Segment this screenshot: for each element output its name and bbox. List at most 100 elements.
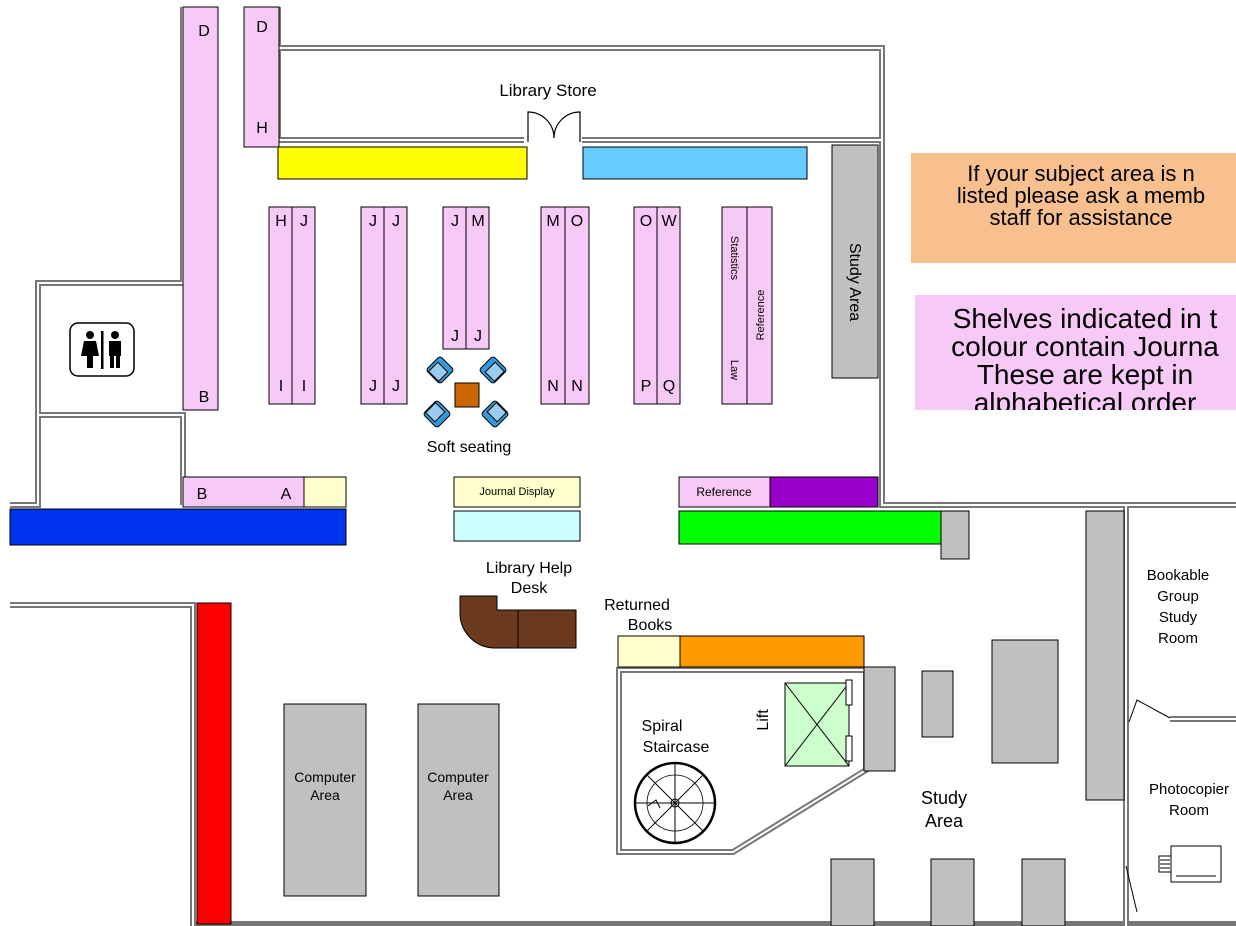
shelf-letter: I	[279, 378, 283, 395]
shelf-letter: N	[571, 378, 583, 395]
library-store-label: Library Store	[499, 81, 596, 100]
bookable-room-label: Room	[1158, 630, 1198, 647]
computer-area-label: Area	[443, 787, 473, 803]
lift-label: Lift	[755, 709, 772, 731]
returned-books-shelf	[617, 635, 681, 668]
law-label: Law	[728, 360, 740, 380]
shelf-unit	[465, 206, 490, 350]
study-desk	[1021, 858, 1066, 926]
pillar	[940, 510, 970, 560]
shelf-letter: J	[392, 378, 400, 395]
reference-vertical-label: Reference	[755, 290, 767, 341]
help-desk-label: Desk	[511, 580, 548, 597]
reference-shelf	[678, 476, 771, 508]
shelf-unit-statistics	[721, 206, 748, 405]
help-desk-label: Library Help	[486, 560, 572, 577]
shelf-letter: H	[275, 213, 287, 230]
shelf-letter: J	[451, 213, 459, 230]
shelf-letter: J	[474, 328, 482, 345]
photocopier-room-label: Room	[1169, 802, 1209, 819]
shelf-letter: N	[547, 378, 559, 395]
shelf-cyan	[453, 510, 581, 542]
toilet-icon	[69, 322, 135, 377]
shelf-letter: P	[641, 378, 652, 395]
shelf-unit	[656, 206, 681, 405]
shelf-yellow	[277, 146, 528, 180]
computer-area-block	[417, 703, 500, 897]
shelf-unit	[383, 206, 408, 405]
shelf-letter: J	[392, 213, 400, 230]
shelf-b-a	[182, 476, 305, 508]
study-desk	[1085, 510, 1125, 801]
study-desk	[863, 666, 896, 772]
journal-display	[453, 476, 581, 508]
photocopier-icon	[1158, 845, 1222, 883]
shelf-letter: W	[661, 213, 677, 230]
shelf-d-b	[182, 6, 219, 411]
lift-icon	[784, 679, 853, 767]
shelf-letter: A	[281, 486, 292, 503]
shelf-letter: J	[369, 378, 377, 395]
chair-icon	[481, 400, 509, 428]
study-desk	[921, 670, 954, 738]
bookable-room-label: Bookable	[1147, 567, 1210, 584]
reference-label: Reference	[696, 485, 752, 499]
study-area-label-vertical: Study Area	[846, 243, 863, 321]
shelf-letter: M	[546, 213, 559, 230]
bookable-room-label: Study	[1159, 609, 1198, 626]
study-area-label: Area	[925, 811, 964, 831]
returned-books-label: Returned	[604, 597, 670, 614]
note-line: If your subject area is n	[967, 161, 1195, 186]
note-line: staff for assistance	[989, 205, 1173, 230]
shelf-unit-reference	[746, 206, 773, 405]
shelf-unit	[360, 206, 385, 405]
shelf-green	[678, 510, 942, 545]
computer-area-label: Computer	[294, 769, 356, 785]
shelf-letter: H	[256, 120, 268, 137]
note-line: Shelves indicated in t	[952, 303, 1218, 334]
shelf-unit	[268, 206, 293, 405]
computer-area-label: Computer	[427, 769, 489, 785]
shelf-unit	[291, 206, 316, 405]
spiral-staircase-icon	[633, 761, 717, 845]
study-area-block	[831, 144, 879, 379]
shelf-blue	[9, 508, 347, 546]
computer-area-block	[283, 703, 367, 897]
subject-note: If your subject area is n listed please …	[911, 153, 1236, 263]
chair-icon	[479, 356, 507, 384]
study-desk	[830, 858, 875, 926]
bookable-room-label: Group	[1157, 588, 1199, 605]
shelf-letter: D	[256, 19, 268, 36]
note-line: alphabetical order	[973, 387, 1197, 411]
store-door-icon	[527, 111, 581, 142]
soft-seating	[423, 356, 509, 428]
spiral-staircase-label: Staircase	[643, 739, 710, 756]
journal-display-label: Journal Display	[479, 486, 555, 498]
help-desk	[459, 595, 577, 649]
note-line: These are kept in	[976, 359, 1194, 390]
shelf-letter: D	[198, 23, 210, 40]
shelf-purple	[769, 476, 879, 508]
spiral-staircase-label: Spiral	[642, 718, 683, 735]
shelf-unit	[633, 206, 658, 405]
door-icon	[1125, 865, 1138, 913]
returned-books-label: Books	[628, 617, 672, 634]
note-line: listed please ask a memb	[956, 183, 1206, 208]
shelf-letter: J	[369, 213, 377, 230]
shelf-unit	[564, 206, 590, 405]
photocopier-room-label: Photocopier	[1149, 781, 1229, 798]
shelf-red	[196, 602, 232, 925]
shelf-light-blue	[582, 146, 808, 180]
study-area-label: Study	[921, 788, 967, 808]
chair-icon	[426, 356, 454, 384]
shelf-letter: O	[571, 213, 583, 230]
door-icon	[1128, 699, 1171, 723]
shelf-letter: M	[471, 213, 484, 230]
study-desk	[991, 639, 1059, 764]
soft-seating-label: Soft seating	[427, 439, 512, 456]
chair-icon	[423, 400, 451, 428]
shelf-d-h	[243, 6, 280, 148]
computer-area-label: Area	[310, 787, 340, 803]
shelf-letter: J	[451, 328, 459, 345]
